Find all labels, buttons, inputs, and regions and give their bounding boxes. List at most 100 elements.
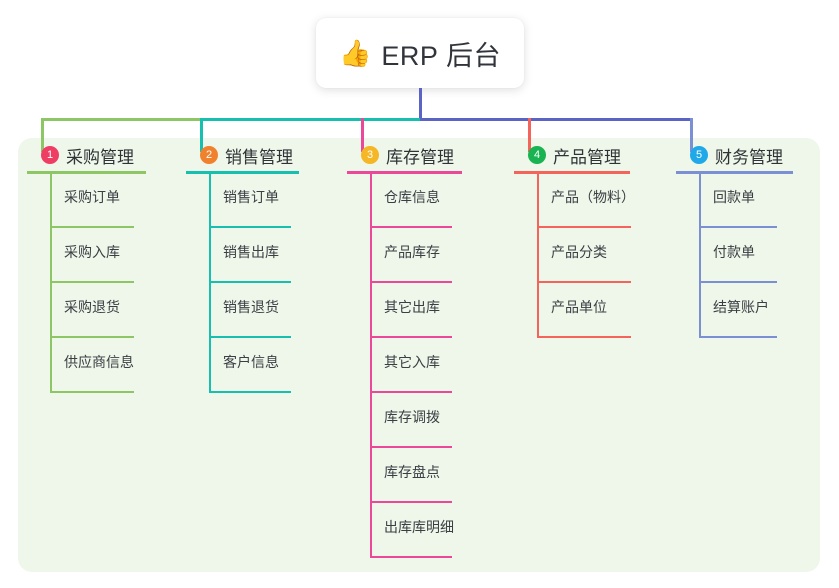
branch-item-label: 出库库明细 [384, 519, 454, 535]
branch-item-label: 仓库信息 [384, 189, 440, 205]
branch-number-badge-1: 1 [41, 146, 59, 164]
branch-item[interactable]: 库存调拨 [347, 393, 454, 448]
branch-title-3: 库存管理 [386, 147, 454, 167]
branch-item-label: 其它入库 [384, 354, 440, 370]
branch-item[interactable]: 回款单 [676, 173, 783, 228]
branch-item-rule [537, 281, 631, 283]
branch-item-list-4: 产品（物料） 产品分类产品单位 [514, 173, 635, 338]
branch-item-rule [699, 226, 777, 228]
connector-bar-segment-3 [420, 118, 693, 121]
branch-item-label: 销售出库 [223, 244, 279, 260]
branches-panel [18, 138, 820, 572]
branch-item-label: 销售退货 [223, 299, 279, 315]
branch-item[interactable]: 结算账户 [676, 283, 783, 338]
branch-item[interactable]: 采购订单 [27, 173, 134, 228]
branch-item-label: 采购订单 [64, 189, 120, 205]
branch-item-rule [50, 336, 134, 338]
branch-title-4: 产品管理 [553, 147, 621, 167]
connector-bar-segment-2 [200, 118, 420, 121]
branch-title-1: 采购管理 [66, 147, 134, 167]
branch-stem-3 [361, 118, 364, 152]
branch-number-badge-2: 2 [200, 146, 218, 164]
branch-number-badge-5: 5 [690, 146, 708, 164]
branch-item-stem-5 [699, 173, 701, 338]
branch-item-rule [370, 336, 452, 338]
branch-item-label: 回款单 [713, 189, 755, 205]
branch-item[interactable]: 产品分类 [514, 228, 631, 283]
branch-item-rule [209, 336, 291, 338]
branch-header-3[interactable]: 3 库存管理 [347, 140, 454, 170]
branch-item-rule [209, 391, 291, 393]
branch-item[interactable]: 库存盘点 [347, 448, 454, 503]
root-node[interactable]: 👍 ERP 后台 [316, 18, 524, 88]
branch-item-label: 供应商信息 [64, 354, 134, 370]
branch-item-list-2: 销售订单销售出库销售退货客户信息 [186, 173, 293, 393]
branch-item-rule [370, 281, 452, 283]
branch-header-rule-5 [676, 171, 793, 174]
branch-item-rule [50, 391, 134, 393]
branch-column-1: 1 采购管理采购订单采购入库采购退货供应商信息 [27, 140, 146, 393]
branch-item-label: 其它出库 [384, 299, 440, 315]
branch-item-rule [370, 226, 452, 228]
branch-item[interactable]: 销售退货 [186, 283, 293, 338]
branch-item-rule [370, 556, 452, 558]
branch-item-rule [699, 336, 777, 338]
branch-item[interactable]: 产品（物料） [514, 173, 635, 228]
branch-item[interactable]: 供应商信息 [27, 338, 134, 393]
branch-item[interactable]: 产品库存 [347, 228, 454, 283]
branch-item-label: 产品库存 [384, 244, 440, 260]
branch-item-list-3: 仓库信息产品库存其它出库其它入库库存调拨库存盘点出库库明细 [347, 173, 454, 558]
branch-item[interactable]: 销售订单 [186, 173, 293, 228]
branch-item[interactable]: 销售出库 [186, 228, 293, 283]
branch-item[interactable]: 产品单位 [514, 283, 631, 338]
branch-item-label: 结算账户 [713, 299, 769, 315]
branch-item[interactable]: 其它入库 [347, 338, 454, 393]
branch-header-rule-2 [186, 171, 299, 174]
branch-item-label: 销售订单 [223, 189, 279, 205]
branch-item-label: 库存调拨 [384, 409, 440, 425]
branch-stem-1 [41, 118, 44, 152]
branch-item-stem-1 [50, 173, 52, 393]
thumbs-up-icon: 👍 [339, 38, 372, 68]
branch-item-stem-3 [370, 173, 372, 558]
branch-header-rule-3 [347, 171, 462, 174]
branch-header-rule-4 [514, 171, 630, 174]
branch-item-label: 产品（物料） [551, 189, 635, 205]
branch-header-rule-1 [27, 171, 146, 174]
branch-item-label: 产品单位 [551, 299, 607, 315]
branch-item[interactable]: 出库库明细 [347, 503, 454, 558]
branch-item[interactable]: 仓库信息 [347, 173, 454, 228]
connector-bar-segment-1 [41, 118, 200, 121]
branch-item[interactable]: 采购退货 [27, 283, 134, 338]
branch-column-3: 3 库存管理仓库信息产品库存其它出库其它入库库存调拨库存盘点出库库明细 [347, 140, 462, 558]
branch-item[interactable]: 客户信息 [186, 338, 293, 393]
branch-item-rule [537, 226, 631, 228]
branch-item-rule [699, 281, 777, 283]
branch-item-rule [209, 281, 291, 283]
branch-item-label: 客户信息 [223, 354, 279, 370]
branch-item-stem-4 [537, 173, 539, 338]
branch-item[interactable]: 付款单 [676, 228, 783, 283]
branch-item[interactable]: 采购入库 [27, 228, 134, 283]
branch-item[interactable]: 其它出库 [347, 283, 454, 338]
branch-item-rule [537, 336, 631, 338]
branch-stem-4 [528, 118, 531, 152]
branch-item-rule [370, 391, 452, 393]
root-title: ERP 后台 [381, 40, 501, 71]
branch-item-stem-2 [209, 173, 211, 393]
branch-item-label: 采购退货 [64, 299, 120, 315]
branch-item-label: 付款单 [713, 244, 755, 260]
branch-header-1[interactable]: 1 采购管理 [27, 140, 134, 170]
branch-item-label: 产品分类 [551, 244, 607, 260]
branch-stem-2 [200, 118, 203, 152]
branch-item-rule [370, 501, 452, 503]
branch-item-rule [370, 446, 452, 448]
branch-number-badge-3: 3 [361, 146, 379, 164]
